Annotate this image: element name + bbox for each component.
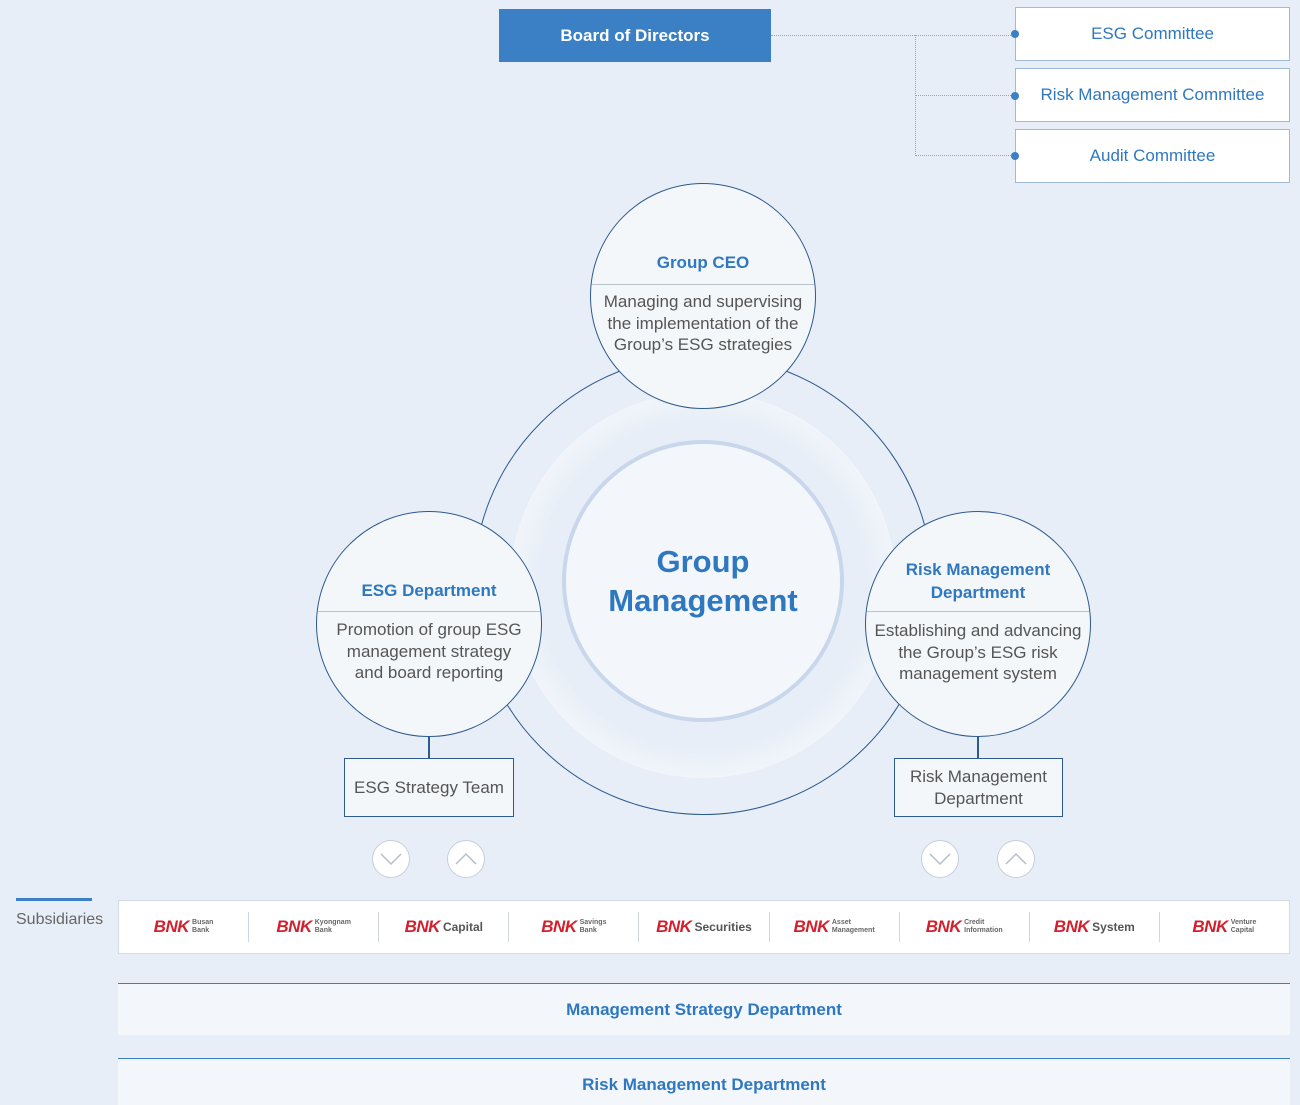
divider: [866, 611, 1090, 612]
esg-team-connector: [428, 736, 430, 758]
subsidiaries-accent-bar: [16, 898, 92, 901]
connector-audit-committee: [915, 155, 1015, 156]
group-management-core: Group Management: [562, 440, 844, 722]
risk-expand-down-button[interactable]: [921, 840, 959, 878]
chevron-up-icon: [455, 852, 477, 865]
connector-dot: [1011, 30, 1019, 38]
chevron-down-icon: [380, 853, 402, 866]
chevron-up-icon: [1005, 852, 1027, 865]
group-ceo-title: Group CEO: [656, 253, 750, 272]
audit-committee-box: Audit Committee: [1015, 129, 1290, 183]
esg-committee-box: ESG Committee: [1015, 7, 1290, 61]
core-title-line1: Group: [656, 544, 750, 579]
risk-collapse-up-button[interactable]: [997, 840, 1035, 878]
core-title-line2: Management: [608, 583, 798, 618]
esg-department-title: ESG Department: [361, 581, 497, 600]
connector-risk-committee: [915, 95, 1015, 96]
risk-team-connector: [977, 736, 979, 758]
esg-collapse-up-button[interactable]: [447, 840, 485, 878]
esg-strategy-team-box: ESG Strategy Team: [344, 758, 514, 817]
board-of-directors: Board of Directors: [499, 9, 771, 62]
connector-board-horizontal: [771, 35, 1015, 36]
esg-expand-down-button[interactable]: [372, 840, 410, 878]
connector-dot: [1011, 92, 1019, 100]
divider: [317, 611, 541, 612]
divider: [591, 284, 815, 285]
risk-management-committee-box: Risk Management Committee: [1015, 68, 1290, 122]
subsidiaries-label: Subsidiaries: [16, 911, 104, 928]
management-strategy-department-bar: Management Strategy Department: [118, 983, 1290, 1035]
connector-dot: [1011, 152, 1019, 160]
risk-management-department-bar: Risk Management Department: [118, 1058, 1290, 1105]
chevron-down-icon: [929, 853, 951, 866]
